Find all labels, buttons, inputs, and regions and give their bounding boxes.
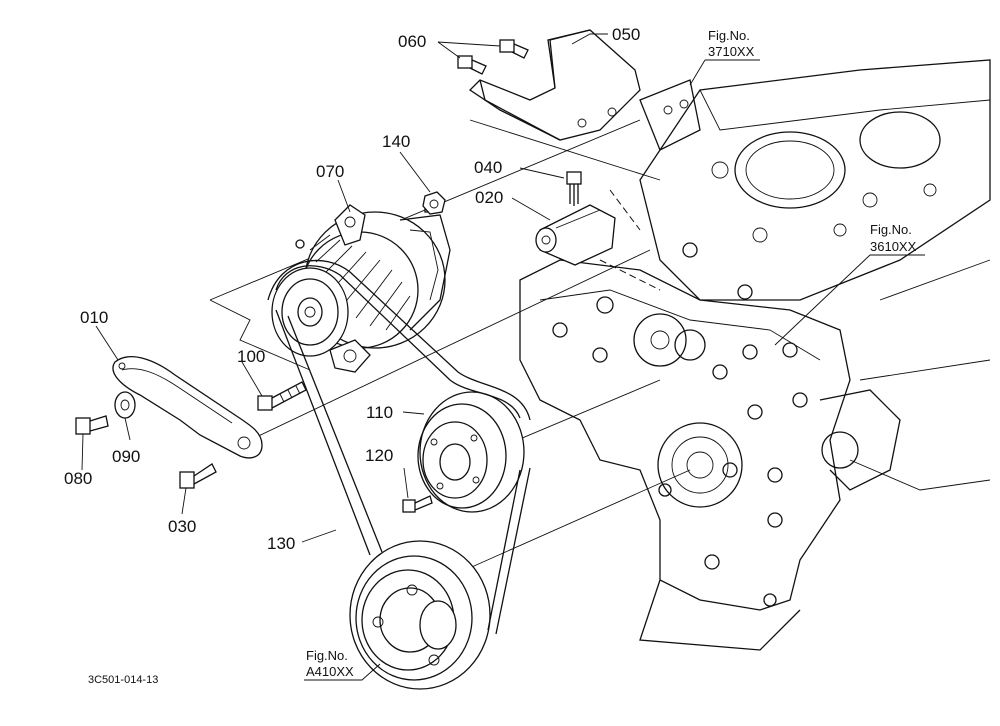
label-070: 070: [316, 162, 344, 181]
drawing-code: 3C501-014-13: [88, 674, 158, 686]
fig-ref-crank-title: Fig.No.: [306, 648, 348, 663]
part-140-nut[interactable]: [422, 191, 446, 215]
fig-ref-head-title: Fig.No.: [708, 28, 750, 43]
part-050-cover-plate[interactable]: [468, 29, 641, 141]
figure-references: Fig.No. 3710XX Fig.No. 3610XX Fig.No. A4…: [306, 28, 917, 679]
engine-block-drawing: [519, 59, 991, 651]
fig-ref-head-number: 3710XX: [708, 44, 755, 59]
label-130: 130: [267, 534, 295, 553]
part-070-alternator[interactable]: [271, 197, 451, 373]
part-100-bolt[interactable]: [257, 381, 307, 411]
label-110: 110: [366, 403, 393, 422]
label-040: 040: [474, 158, 502, 177]
label-080: 080: [64, 469, 92, 488]
label-060: 060: [398, 32, 426, 51]
part-020-bracket-block[interactable]: [535, 204, 616, 266]
assembly-lines: [209, 119, 691, 591]
part-040-bolt[interactable]: [566, 171, 582, 206]
part-030-bolt[interactable]: [179, 463, 217, 489]
part-110-fan-pulley[interactable]: [417, 391, 525, 513]
part-060-bolts[interactable]: [457, 39, 529, 75]
part-130-v-belt[interactable]: [267, 259, 531, 635]
part-090-washer[interactable]: [114, 391, 136, 419]
part-120-bolt[interactable]: [402, 495, 433, 513]
label-090: 090: [112, 447, 140, 466]
fig-ref-crank-number: A410XX: [306, 664, 354, 679]
fig-ref-block-number: 3610XX: [870, 239, 917, 254]
label-140: 140: [382, 132, 410, 151]
fig-ref-block-title: Fig.No.: [870, 222, 912, 237]
label-100: 100: [237, 347, 265, 366]
label-050: 050: [612, 25, 640, 44]
leader-lines: [81, 33, 925, 681]
label-120: 120: [365, 446, 393, 465]
part-080-bolt[interactable]: [75, 415, 109, 435]
part-010-adjusting-plate[interactable]: [112, 356, 263, 459]
label-010: 010: [80, 308, 108, 327]
crankshaft-pulley: [349, 540, 491, 690]
label-020: 020: [475, 188, 503, 207]
label-030: 030: [168, 517, 196, 536]
part-labels: 010 020 030 040 050 060 070 080 090 100 …: [64, 25, 640, 553]
